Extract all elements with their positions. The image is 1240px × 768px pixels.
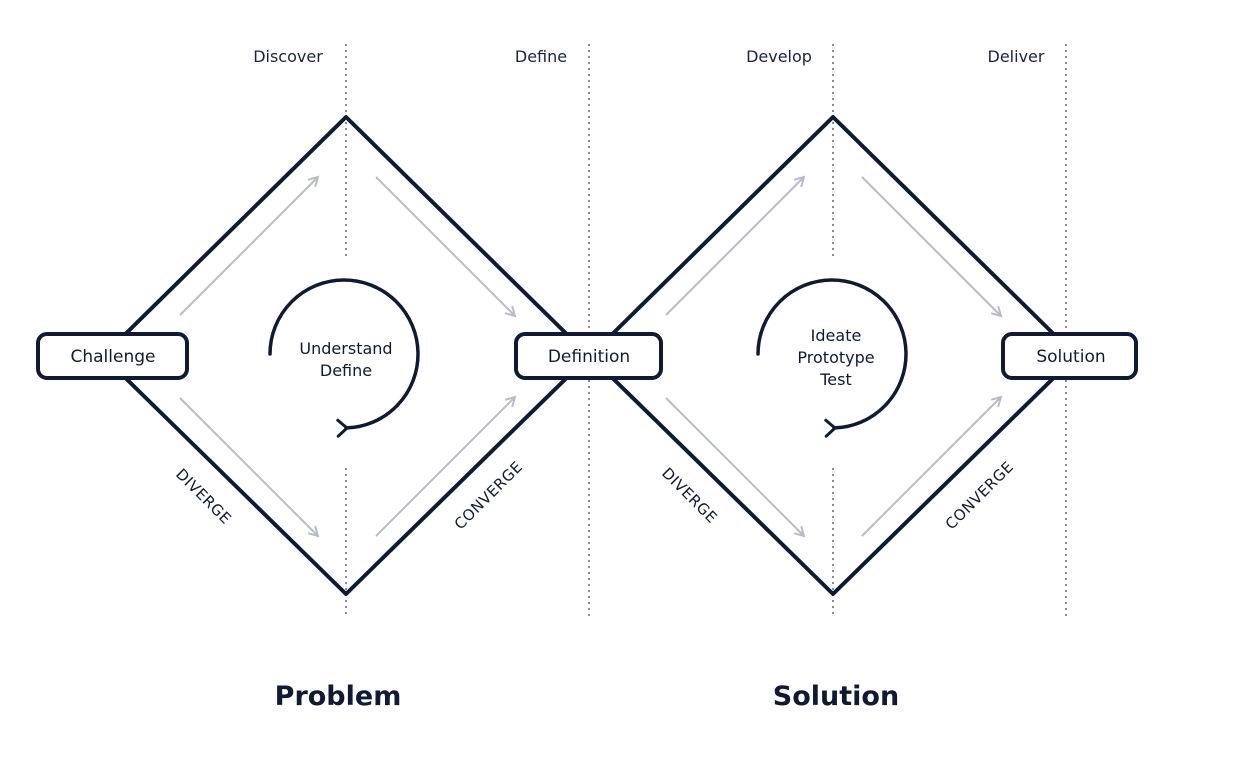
space-title-solution: Solution [773,681,899,712]
flow-arrows [179,176,1001,537]
node-challenge: Challenge [36,332,189,380]
phase-label-define: Define [515,47,567,66]
problem-activity-1: Understand [299,339,392,358]
solution-activity-3: Test [819,370,852,389]
solution-activity-1: Ideate [811,326,862,345]
problem-diamond [101,115,591,596]
flow-arrow [861,397,1001,537]
label-converge-problem: CONVERGE [451,458,526,533]
flow-arrow [861,176,1001,316]
flow-arrow [665,177,804,316]
phase-label-deliver: Deliver [988,47,1045,66]
phase-dividers [345,44,1067,618]
node-solution: Solution [1001,332,1138,380]
label-converge-solution: CONVERGE [942,458,1017,533]
problem-activity-2: Define [320,361,372,380]
node-solution-label: Solution [1036,347,1105,367]
phase-label-develop: Develop [746,47,812,66]
flow-arrow [375,176,515,316]
solution-activity-2: Prototype [797,348,874,367]
cycle-arrow-icon [756,278,908,438]
flow-arrow [665,397,804,536]
phase-label-discover: Discover [253,47,323,66]
flow-arrow [179,177,318,316]
node-definition-label: Definition [548,347,630,367]
node-definition: Definition [514,332,663,380]
space-title-problem: Problem [275,681,402,712]
node-challenge-label: Challenge [71,347,156,367]
flow-arrow [375,397,515,537]
solution-diamond [588,115,1078,596]
flow-arrow [179,397,318,536]
cycle-arrow-icon [268,278,420,438]
